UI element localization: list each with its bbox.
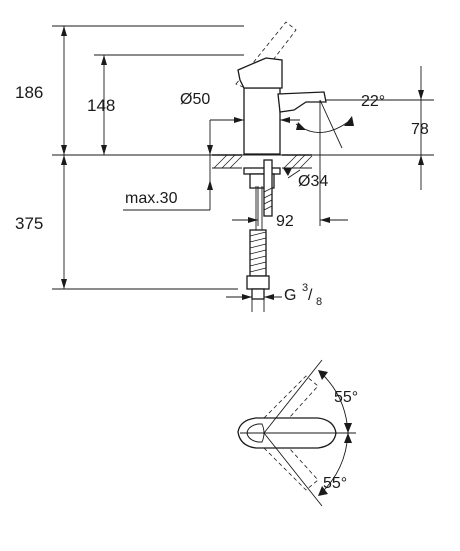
flex-hose bbox=[249, 229, 267, 277]
arrow-375-bottom bbox=[61, 279, 67, 289]
arrow-92-right bbox=[320, 217, 330, 223]
tap-handle bbox=[237, 57, 283, 89]
arrow-body-left bbox=[234, 117, 244, 123]
arrow-148-bottom bbox=[101, 145, 107, 155]
hatch-line bbox=[283, 154, 298, 169]
arrow-forward-end bbox=[318, 486, 328, 496]
angle-ray-back bbox=[263, 359, 323, 434]
arrow-back-end bbox=[344, 423, 352, 433]
mounting-washer bbox=[243, 167, 281, 175]
deck-section bbox=[212, 154, 313, 169]
arrow-186-top bbox=[61, 26, 67, 36]
arrow-back-start bbox=[318, 370, 328, 380]
thread-mark bbox=[263, 187, 273, 193]
hose-end-fitting bbox=[246, 275, 270, 290]
dim-spout-angle-label: 22° bbox=[361, 93, 385, 110]
arrow-78-bottom bbox=[418, 155, 424, 165]
angle-ray-forward bbox=[263, 432, 323, 507]
arrow-angle-right bbox=[344, 116, 354, 126]
arrow-hole bbox=[283, 168, 292, 176]
dim-hole-diameter-label: Ø34 bbox=[298, 173, 328, 190]
arrow-thread-left bbox=[242, 294, 252, 300]
dim-max-thickness-label: max.30 bbox=[125, 190, 178, 207]
arrow-thread-right bbox=[264, 294, 274, 300]
hatch-line bbox=[299, 155, 313, 169]
spout-angle-line bbox=[319, 99, 343, 149]
tap-body bbox=[243, 87, 281, 155]
dim-line-hole bbox=[287, 169, 301, 179]
thread-slash: / bbox=[308, 287, 313, 304]
dim-78-label: 78 bbox=[411, 121, 429, 138]
thread-mark bbox=[263, 199, 273, 205]
tap-spout bbox=[277, 91, 327, 113]
hose-end-thread bbox=[251, 288, 265, 300]
hatch-line bbox=[221, 154, 236, 169]
angle-back-label: 55° bbox=[334, 389, 358, 406]
thread-spec-label: G 3 / 8 bbox=[284, 282, 322, 308]
arrow-forward-start bbox=[344, 433, 352, 443]
top-view: 55° 55° bbox=[237, 359, 358, 507]
tap-top-inner bbox=[246, 423, 265, 443]
dim-148-label: 148 bbox=[87, 96, 115, 115]
arrow-148-top bbox=[101, 55, 107, 65]
threaded-stud bbox=[263, 159, 273, 217]
thread-mark bbox=[263, 205, 273, 211]
arrow-max30-bottom bbox=[207, 180, 213, 190]
dim-186-label: 186 bbox=[15, 83, 43, 102]
hose-braid bbox=[249, 231, 267, 273]
angle-forward-label: 55° bbox=[323, 475, 347, 492]
arrow-angle-left bbox=[296, 122, 306, 130]
thread-mark bbox=[263, 193, 273, 199]
dim-92-label: 92 bbox=[276, 213, 294, 230]
hatch-line bbox=[291, 154, 306, 169]
handle-raised-outline bbox=[235, 21, 297, 91]
arrow-78-top bbox=[418, 90, 424, 100]
arrow-body-right bbox=[280, 117, 290, 123]
side-view: 186 148 375 Ø50 22° bbox=[15, 21, 434, 312]
angle-arc-22 bbox=[295, 121, 349, 133]
hatch-line bbox=[213, 154, 228, 169]
arrow-max30-top bbox=[207, 145, 213, 155]
dim-375-label: 375 bbox=[15, 214, 43, 233]
thread-denominator: 8 bbox=[316, 296, 322, 308]
thread-numerator: 3 bbox=[302, 282, 308, 294]
arrow-186-bottom bbox=[61, 145, 67, 155]
thread-letter: G bbox=[284, 287, 296, 304]
arrow-375-top bbox=[61, 155, 67, 165]
dim-body-diameter-label: Ø50 bbox=[180, 91, 210, 108]
hatch-line bbox=[229, 155, 243, 169]
arrow-92-left bbox=[248, 217, 258, 223]
